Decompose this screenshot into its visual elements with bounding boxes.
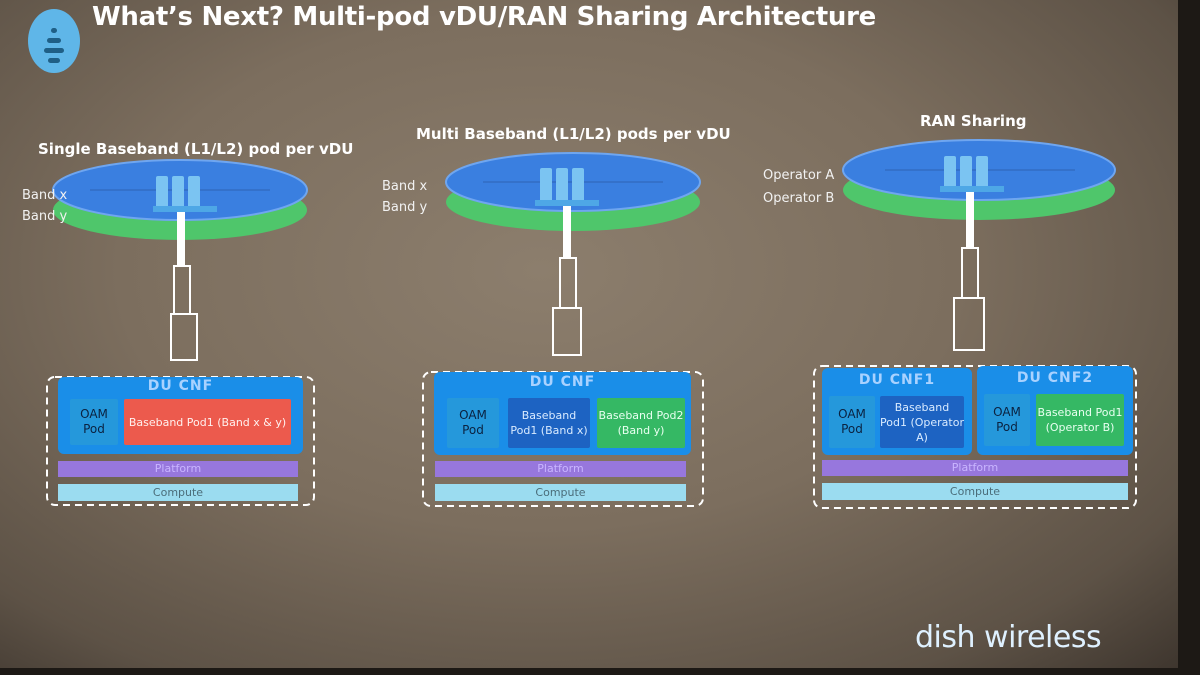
panel-1-oam-pod: OAM Pod bbox=[70, 399, 118, 445]
panel-1-label-band-y: Band y bbox=[22, 209, 68, 224]
panel-2-baseband-pod2: Baseband Pod2 (Band y) bbox=[597, 398, 685, 448]
panel-1-cell-site bbox=[46, 159, 315, 506]
panel-2-heading: Multi Baseband (L1/L2) pods per vDU bbox=[416, 125, 731, 143]
screen-edge-right bbox=[1178, 0, 1200, 675]
panel-2-cell-site bbox=[422, 152, 704, 507]
panel-1-cnf-title: DU CNF bbox=[147, 378, 214, 394]
mast-upper bbox=[966, 192, 974, 248]
panel-1-heading: Single Baseband (L1/L2) pod per vDU bbox=[38, 140, 354, 158]
panel-3-label-operator-a: Operator A bbox=[763, 168, 835, 183]
panel-2-baseband-pod1: Baseband Pod1 (Band x) bbox=[508, 398, 590, 448]
mast-upper bbox=[563, 206, 571, 258]
mast-base bbox=[552, 307, 582, 356]
panel-1-baseband-pod: Baseband Pod1 (Band x & y) bbox=[124, 399, 291, 445]
antenna-array-icon bbox=[153, 176, 217, 212]
panel-2-compute: Compute bbox=[435, 484, 686, 501]
panel-3-cnf1-title: DU CNF1 bbox=[858, 372, 936, 388]
mast-middle bbox=[173, 265, 191, 315]
panel-2-label-band-y: Band y bbox=[382, 200, 428, 215]
panel-2-cnf-title: DU CNF bbox=[529, 374, 596, 390]
mast-middle bbox=[961, 247, 979, 299]
panel-3-cnf2-baseband-pod: Baseband Pod1 (Operator B) bbox=[1036, 394, 1124, 446]
panel-2-platform: Platform bbox=[435, 461, 686, 477]
panel-3-cell-site bbox=[813, 139, 1137, 509]
slide-title: What’s Next? Multi-pod vDU/RAN Sharing A… bbox=[92, 2, 876, 32]
antenna-array-icon bbox=[535, 168, 599, 206]
mast-base bbox=[953, 297, 985, 351]
panel-2-label-band-x: Band x bbox=[382, 179, 428, 194]
panel-3-compute: Compute bbox=[822, 483, 1128, 500]
panel-1-platform: Platform bbox=[58, 461, 298, 477]
panel-3-label-operator-b: Operator B bbox=[763, 191, 835, 206]
presenter-logo-icon bbox=[28, 9, 80, 73]
panel-3-cnf1-oam-pod: OAM Pod bbox=[829, 396, 875, 448]
panel-3-cnf1-baseband-pod: Baseband Pod1 (Operator A) bbox=[880, 396, 964, 448]
panel-3-cnf2-oam-pod: OAM Pod bbox=[984, 394, 1030, 446]
mast-base bbox=[170, 313, 198, 361]
mast-upper bbox=[177, 212, 185, 266]
mast-middle bbox=[559, 257, 577, 309]
antenna-array-icon bbox=[940, 156, 1004, 192]
panel-1-compute: Compute bbox=[58, 484, 298, 501]
brand-logo-text: dish wireless bbox=[915, 620, 1102, 655]
panel-3-heading: RAN Sharing bbox=[920, 112, 1027, 130]
panel-1-label-band-x: Band x bbox=[22, 188, 68, 203]
panel-3-platform: Platform bbox=[822, 460, 1128, 476]
panel-3-cnf2-title: DU CNF2 bbox=[1016, 370, 1094, 386]
screen-edge-bottom bbox=[0, 668, 1200, 675]
panel-2-oam-pod: OAM Pod bbox=[447, 398, 499, 448]
